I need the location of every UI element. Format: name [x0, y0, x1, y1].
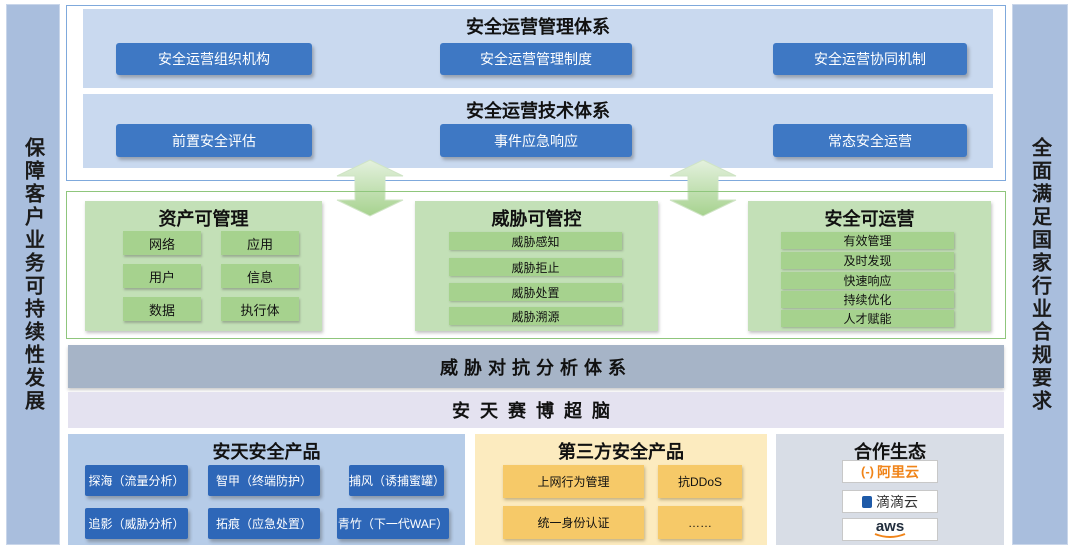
threat-row-denial: 威胁拒止 [449, 258, 622, 276]
third-party-identity: 统一身份认证 [503, 506, 644, 539]
threat-panel: 威胁可管控 威胁感知 威胁拒止 威胁处置 威胁溯源 [415, 201, 658, 331]
asset-panel: 资产可管理 网络 应用 用户 信息 数据 执行体 [85, 201, 322, 331]
threat-row-tracing: 威胁溯源 [449, 307, 622, 325]
operation-row-optimize: 持续优化 [781, 291, 954, 308]
right-side-text: 全面满足国家行业合规要求 [1028, 136, 1051, 413]
top-frame [66, 5, 1006, 181]
double-arrow-right-icon [669, 159, 737, 217]
aws-smile-icon [874, 532, 906, 538]
product-tanhai: 探海（流量分析） [85, 465, 188, 496]
right-side-bar: 全面满足国家行业合规要求 [1012, 4, 1068, 545]
left-side-text: 保障客户业务可持续性发展 [21, 136, 44, 413]
middle-frame [66, 191, 1006, 339]
asset-cell-info: 信息 [221, 264, 299, 288]
tech-item-assessment: 前置安全评估 [116, 124, 312, 157]
threat-analysis-band: 威胁对抗分析体系 [68, 345, 1004, 388]
mgmt-item-coordination: 安全运营协同机制 [773, 43, 967, 75]
third-party-title: 第三方安全产品 [558, 442, 684, 462]
double-arrow-left-icon [336, 159, 404, 217]
operation-row-response: 快速响应 [781, 272, 954, 289]
aliyun-logo: (-) 阿里云 [842, 460, 938, 483]
tech-system-band: 安全运营技术体系 前置安全评估 事件应急响应 常态安全运营 [83, 94, 993, 168]
brain-band: 安天赛博超脑 [68, 392, 1004, 428]
product-zhijia: 智甲（终端防护） [208, 465, 320, 496]
tech-item-emergency: 事件应急响应 [440, 124, 632, 157]
didiyun-mark-icon [862, 495, 872, 508]
aliyun-mark-icon: (-) [861, 464, 874, 479]
asset-cell-data: 数据 [123, 297, 201, 321]
operation-panel: 安全可运营 有效管理 及时发现 快速响应 持续优化 人才赋能 [748, 201, 991, 331]
management-system-band: 安全运营管理体系 安全运营组织机构 安全运营管理制度 安全运营协同机制 [83, 9, 993, 88]
asset-cell-user: 用户 [123, 264, 201, 288]
third-party-more: …… [658, 506, 742, 539]
asset-cell-executor: 执行体 [221, 297, 299, 321]
third-party-panel: 第三方安全产品 上网行为管理 抗DDoS 统一身份认证 …… [475, 434, 767, 545]
ecosystem-title: 合作生态 [854, 442, 926, 462]
didiyun-logo-text: 滴滴云 [876, 493, 918, 510]
antiy-products-panel: 安天安全产品 探海（流量分析） 智甲（终端防护） 捕风（诱捕蜜罐） 追影（威胁分… [68, 434, 465, 545]
third-party-anti-ddos: 抗DDoS [658, 465, 742, 498]
operation-row-discovery: 及时发现 [781, 252, 954, 269]
threat-row-handling: 威胁处置 [449, 283, 622, 301]
threat-analysis-title: 威胁对抗分析体系 [440, 357, 632, 378]
product-tuohen: 拓痕（应急处置） [208, 508, 320, 539]
mgmt-item-policy: 安全运营管理制度 [440, 43, 632, 75]
asset-title: 资产可管理 [158, 209, 249, 229]
product-bufeng: 捕风（诱捕蜜罐） [349, 465, 445, 496]
aliyun-logo-text: 阿里云 [877, 463, 919, 480]
ecosystem-panel: 合作生态 (-) 阿里云 滴滴云 aws [776, 434, 1004, 545]
left-side-bar: 保障客户业务可持续性发展 [6, 4, 60, 545]
management-system-title: 安全运营管理体系 [466, 17, 610, 37]
asset-cell-network: 网络 [123, 231, 201, 255]
operation-row-management: 有效管理 [781, 232, 954, 249]
tech-item-routine: 常态安全运营 [773, 124, 967, 157]
antiy-products-title: 安天安全产品 [212, 442, 321, 462]
product-zhuiying: 追影（威胁分析） [85, 508, 188, 539]
aws-logo-text: aws [875, 517, 905, 535]
didiyun-logo: 滴滴云 [842, 490, 938, 513]
threat-title: 威胁可管控 [491, 209, 582, 229]
brain-title: 安天赛博超脑 [452, 401, 620, 421]
asset-cell-application: 应用 [221, 231, 299, 255]
third-party-web-behavior: 上网行为管理 [503, 465, 644, 498]
operation-title: 安全可运营 [824, 209, 915, 229]
tech-system-title: 安全运营技术体系 [466, 101, 610, 121]
aws-logo: aws [842, 518, 938, 541]
product-qingzhu: 青竹（下一代WAF） [337, 508, 449, 539]
operation-row-talent: 人才赋能 [781, 310, 954, 327]
threat-row-perception: 威胁感知 [449, 232, 622, 250]
mgmt-item-org: 安全运营组织机构 [116, 43, 312, 75]
